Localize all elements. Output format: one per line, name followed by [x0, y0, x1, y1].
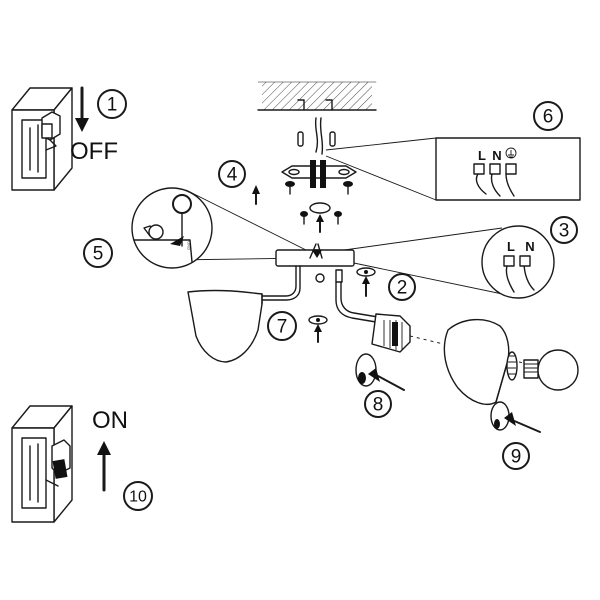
wall-dowels: [297, 131, 336, 147]
mounting-bracket: [281, 160, 357, 188]
step-4-badge: 4: [218, 160, 246, 188]
switch-off-label: OFF: [70, 138, 118, 165]
step-5-badge: 5: [83, 238, 113, 268]
shade-ring-part: [490, 401, 510, 431]
svg-text:9: 9: [511, 447, 522, 468]
mains-cable: [314, 117, 324, 155]
svg-text:GND: GND: [186, 241, 191, 250]
bracket-screw-icon: [343, 181, 353, 195]
svg-text:5: 5: [93, 244, 104, 265]
live-wire-label: L: [507, 239, 515, 254]
step-9-badge: 9: [502, 442, 530, 470]
svg-text:1: 1: [107, 95, 118, 116]
wire-connection-detail: [329, 225, 555, 299]
live-wire-label: L: [478, 148, 486, 163]
bracket-screw-icon: [285, 181, 295, 195]
left-lamp-shade: [187, 289, 263, 363]
shade-ring-part: [355, 353, 377, 387]
svg-text:3: 3: [559, 221, 570, 242]
earth-symbol-icon: [505, 147, 517, 159]
up-arrow-icon: [97, 441, 111, 492]
switch-on-label: ON: [92, 407, 128, 434]
svg-text:10: 10: [129, 489, 147, 506]
step-1-badge: 1: [97, 89, 127, 119]
left-lamp-arm: [261, 265, 301, 301]
cable-cover-nut: [315, 269, 343, 283]
push-arrow-icon: [504, 412, 541, 433]
step-8-badge: 8: [364, 390, 392, 418]
fixture-canopy: [275, 243, 355, 267]
light-bulb: [523, 349, 579, 391]
down-arrow-icon: [75, 86, 89, 132]
svg-text:6: 6: [543, 107, 554, 128]
step-2-badge: 2: [388, 273, 416, 301]
step-3-badge: 3: [550, 216, 578, 244]
mounting-screws: [300, 202, 342, 225]
neutral-wire-label: N: [492, 148, 501, 163]
step-10-badge: 10: [123, 481, 153, 511]
right-lamp-shade: [443, 319, 510, 406]
svg-text:7: 7: [277, 317, 288, 338]
up-arrow-icon: [316, 214, 324, 233]
up-arrow-icon: [252, 185, 260, 205]
up-arrow-icon: [362, 276, 370, 297]
right-lamp-arm: [335, 281, 379, 323]
svg-text:8: 8: [373, 395, 384, 416]
cap-nut-part: [308, 315, 328, 325]
neutral-wire-label: N: [525, 239, 534, 254]
terminal-detail-panel: [325, 137, 581, 201]
svg-text:4: 4: [227, 165, 238, 186]
shade-ring: [506, 351, 518, 381]
svg-text:2: 2: [397, 278, 408, 299]
cap-nut-part: [356, 267, 376, 277]
switch-off-illustration: [11, 87, 73, 191]
step-7-badge: 7: [267, 311, 297, 341]
ceiling: [257, 81, 377, 111]
up-arrow-icon: [314, 324, 322, 343]
grounding-detail-circle: GND: [131, 187, 311, 269]
lamp-socket: [371, 313, 411, 353]
push-arrow-icon: [368, 368, 405, 391]
switch-on-illustration: [11, 405, 73, 523]
step-6-badge: 6: [533, 101, 563, 131]
